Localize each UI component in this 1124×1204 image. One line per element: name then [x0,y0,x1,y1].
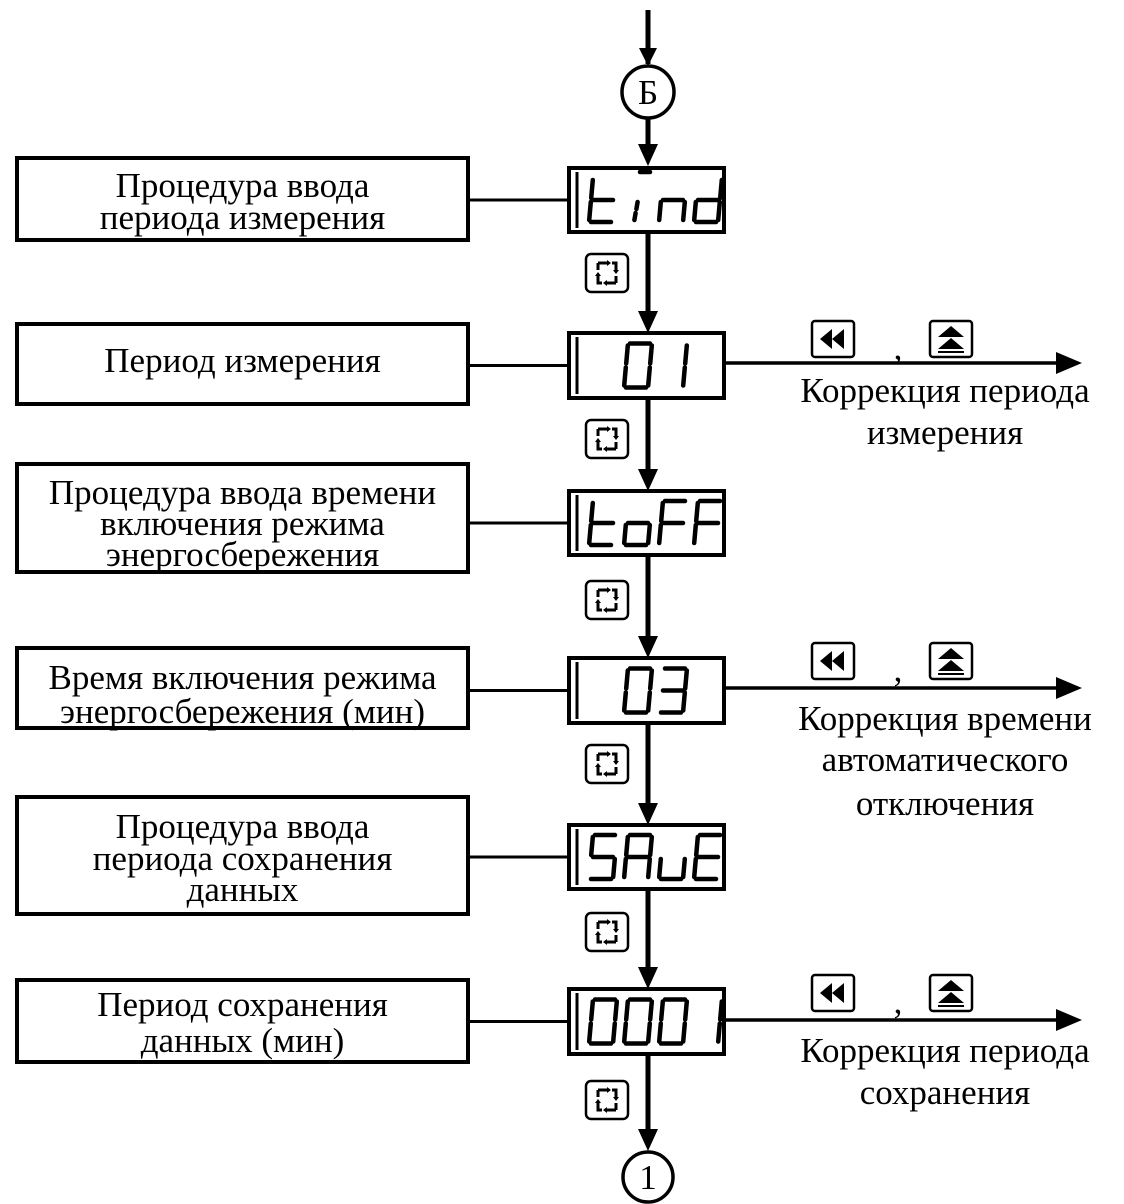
correction-arrowhead [1056,352,1082,374]
step-label-line: Процедура ввода [116,166,370,205]
seven-segment-digits [586,997,725,1046]
display-step-2: 01 [567,331,726,400]
step-label-line: энергосбережения (мин) [60,692,425,731]
step-label-line: Период сохранения [97,985,388,1024]
step-label-line: энергосбережения [106,535,379,574]
arrow-step-5-to-6-head [638,967,658,989]
correction-label-line: измерения [867,413,1023,452]
step-label-line: периода измерения [100,198,385,237]
display-step-1: tInd [567,166,726,234]
connector-top-group: Б [620,10,676,120]
cycle-arrows-icon[interactable] [584,252,630,294]
correction-arrowhead [1056,677,1082,699]
cycle-arrows-icon[interactable] [584,1079,630,1121]
arrow-step-4-to-5-head [638,803,658,825]
connector-1-circle [621,1150,675,1204]
correction-label-line: автоматического [822,740,1069,779]
correction-label-line: сохранения [860,1073,1031,1112]
correction-label-line: Коррекция времени [798,699,1092,738]
correction-label-line: Коррекция периода [800,371,1090,410]
step-label-line: данных [187,870,299,909]
step-label-line: Время включения режима [48,658,436,697]
step-label-line: Период измерения [104,341,380,380]
display-step-6: 0001 [567,987,726,1056]
double-up-arrow-icon[interactable] [928,641,974,681]
arrow-to-connector-1-head [638,1129,658,1151]
step-label-line: Процедура ввода [116,807,370,846]
display-step-3: toFF [567,489,726,557]
correction-label-line: отключения [856,784,1034,823]
correction-arrowhead [1056,1009,1082,1031]
button-separator: , [894,328,903,367]
seven-segment-digits [588,832,723,882]
display-step-5: SAvE [567,823,726,891]
step-label-line: данных (мин) [141,1021,345,1060]
arrow-to-step-1-head [638,144,658,166]
step-2-label-box: Период измерения [15,322,470,406]
button-separator: , [894,982,903,1021]
seven-segment-digits [621,341,690,390]
seven-segment-digits [586,169,725,225]
cycle-arrows-icon[interactable] [584,418,630,460]
cycle-arrows-icon[interactable] [584,743,630,785]
double-left-arrow-icon[interactable] [810,641,856,681]
step-label-line: периода сохранения [93,839,393,878]
arrow-step-1-to-2-head [638,311,658,333]
double-left-arrow-icon[interactable] [810,319,856,359]
correction-label-line: Коррекция периода [800,1031,1090,1070]
arrow-step-2-to-3-head [638,469,658,491]
double-up-arrow-icon[interactable] [928,973,974,1013]
button-separator: , [894,650,903,689]
connector-b-label: Б [638,73,658,112]
step-label-line: Процедура ввода времени [49,473,436,512]
cycle-arrows-icon[interactable] [584,911,630,953]
double-left-arrow-icon[interactable] [810,973,856,1013]
display-step-4: 03 [567,656,726,725]
double-up-arrow-icon[interactable] [928,319,974,359]
connector-1-label: 1 [639,1158,657,1197]
seven-segment-digits [621,666,690,715]
seven-segment-digits [586,498,723,548]
arrow-step-3-to-4-head [638,636,658,658]
step-label-line: включения режима [100,504,385,543]
entry-arrowhead [639,48,657,66]
cycle-arrows-icon[interactable] [584,579,630,621]
